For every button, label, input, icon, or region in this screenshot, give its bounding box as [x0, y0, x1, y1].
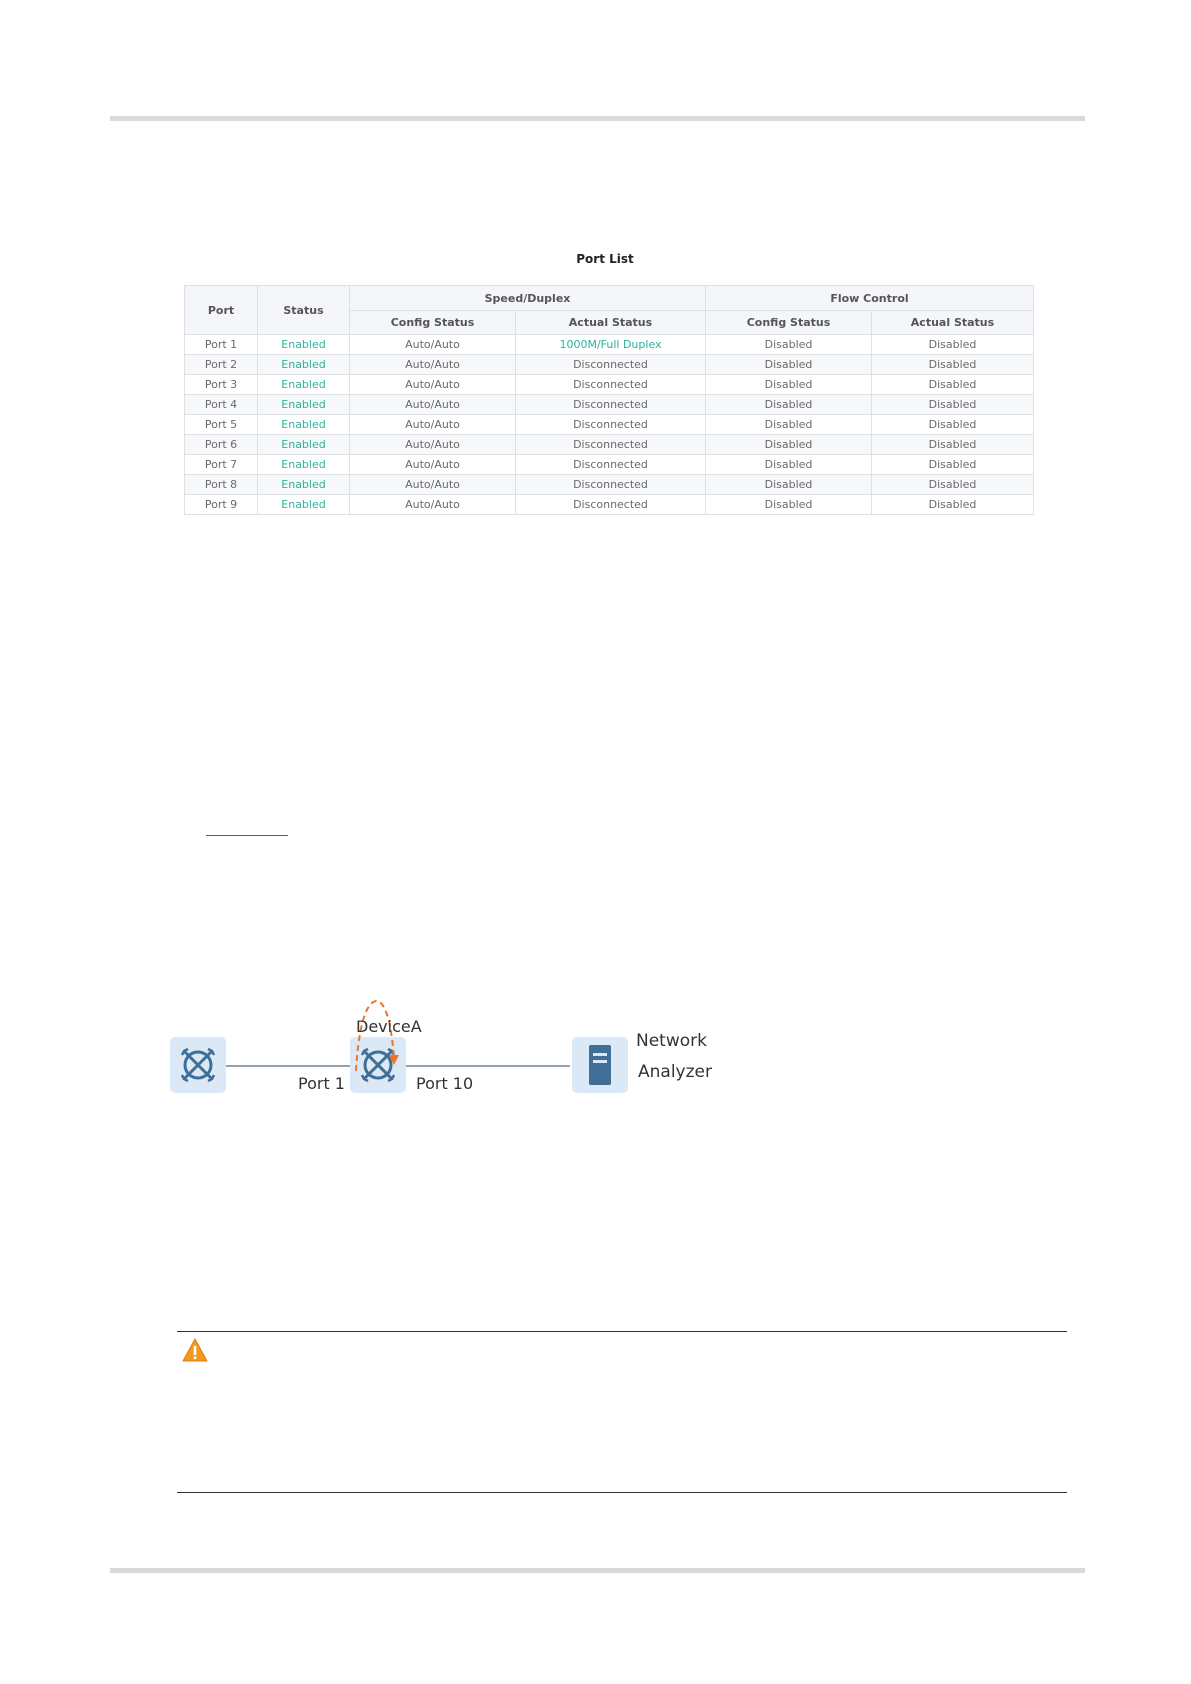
cell-status: Enabled	[257, 394, 350, 415]
cell-fc-actual-status: Disabled	[871, 414, 1034, 435]
cell-fc-config-status: Disabled	[705, 374, 872, 395]
cell-sd-config-status: Auto/Auto	[349, 354, 516, 375]
analyzer-label-line1: Network	[636, 1031, 707, 1051]
cell-fc-actual-status: Disabled	[871, 454, 1034, 475]
cell-status: Enabled	[257, 354, 350, 375]
cell-fc-actual-status: Disabled	[871, 474, 1034, 495]
cell-status: Enabled	[257, 374, 350, 395]
cell-sd-config-status: Auto/Auto	[349, 334, 516, 355]
port-list-table: Port Status Speed/Duplex Flow Control Co…	[184, 285, 1034, 515]
device-a-switch-icon	[350, 1037, 406, 1093]
port-1-label: Port 1	[298, 1074, 345, 1093]
cell-sd-config-status: Auto/Auto	[349, 434, 516, 455]
header-status: Status	[257, 285, 350, 335]
cell-status: Enabled	[257, 474, 350, 495]
switch-icon	[170, 1037, 226, 1093]
cell-fc-actual-status: Disabled	[871, 354, 1034, 375]
cell-fc-actual-status: Disabled	[871, 374, 1034, 395]
table-title: Port List	[576, 252, 634, 266]
cell-status: Enabled	[257, 454, 350, 475]
cell-status: Enabled	[257, 334, 350, 355]
cell-fc-config-status: Disabled	[705, 454, 872, 475]
cell-port: Port 2	[184, 354, 258, 375]
device-a-label: DeviceA	[356, 1017, 422, 1036]
cell-fc-actual-status: Disabled	[871, 394, 1034, 415]
link-underline[interactable]	[206, 835, 288, 836]
analyzer-label-line2: Analyzer	[638, 1062, 712, 1082]
cell-fc-actual-status: Disabled	[871, 334, 1034, 355]
warning-icon	[182, 1338, 208, 1362]
cell-sd-actual-status: Disconnected	[515, 474, 706, 495]
cell-port: Port 1	[184, 334, 258, 355]
port-10-label: Port 10	[416, 1074, 474, 1093]
header-flow-control: Flow Control	[705, 285, 1034, 311]
cell-sd-actual-status: Disconnected	[515, 414, 706, 435]
cell-sd-config-status: Auto/Auto	[349, 414, 516, 435]
header-port: Port	[184, 285, 258, 335]
server-icon	[572, 1037, 628, 1093]
cell-status: Enabled	[257, 414, 350, 435]
cell-port: Port 4	[184, 394, 258, 415]
cell-sd-config-status: Auto/Auto	[349, 454, 516, 475]
cell-fc-actual-status: Disabled	[871, 494, 1034, 515]
cell-sd-actual-status: Disconnected	[515, 494, 706, 515]
cell-fc-config-status: Disabled	[705, 394, 872, 415]
cell-sd-config-status: Auto/Auto	[349, 374, 516, 395]
cell-sd-actual-status: Disconnected	[515, 394, 706, 415]
header-sd-actual-status: Actual Status	[515, 310, 706, 335]
header-fc-config-status: Config Status	[705, 310, 872, 335]
link-line-port10	[406, 1065, 570, 1067]
cell-port: Port 7	[184, 454, 258, 475]
footer-rule	[110, 1568, 1085, 1573]
header-rule	[110, 116, 1085, 121]
mirror-arrow-icon	[355, 999, 399, 1072]
cell-fc-config-status: Disabled	[705, 334, 872, 355]
cell-sd-actual-status: Disconnected	[515, 434, 706, 455]
cell-port: Port 3	[184, 374, 258, 395]
cell-port: Port 6	[184, 434, 258, 455]
cell-sd-actual-status: Disconnected	[515, 354, 706, 375]
cell-sd-actual-status: Disconnected	[515, 374, 706, 395]
header-speed-duplex: Speed/Duplex	[349, 285, 706, 311]
note-top-rule	[177, 1331, 1067, 1332]
cell-sd-actual-status: Disconnected	[515, 454, 706, 475]
header-sd-config-status: Config Status	[349, 310, 516, 335]
cell-fc-config-status: Disabled	[705, 494, 872, 515]
link-line-port1	[226, 1065, 350, 1067]
cell-sd-config-status: Auto/Auto	[349, 474, 516, 495]
cell-fc-config-status: Disabled	[705, 434, 872, 455]
mirroring-diagram: DeviceA Port 1 Port 10 Network Analyzer	[170, 995, 770, 1125]
cell-status: Enabled	[257, 494, 350, 515]
cell-fc-actual-status: Disabled	[871, 434, 1034, 455]
cell-sd-config-status: Auto/Auto	[349, 494, 516, 515]
cell-fc-config-status: Disabled	[705, 414, 872, 435]
cell-fc-config-status: Disabled	[705, 474, 872, 495]
cell-sd-config-status: Auto/Auto	[349, 394, 516, 415]
cell-port: Port 8	[184, 474, 258, 495]
cell-fc-config-status: Disabled	[705, 354, 872, 375]
note-bottom-rule	[177, 1492, 1067, 1493]
header-fc-actual-status: Actual Status	[871, 310, 1034, 335]
cell-status: Enabled	[257, 434, 350, 455]
cell-port: Port 5	[184, 414, 258, 435]
cell-port: Port 9	[184, 494, 258, 515]
cell-sd-actual-status: 1000M/Full Duplex	[515, 334, 706, 355]
